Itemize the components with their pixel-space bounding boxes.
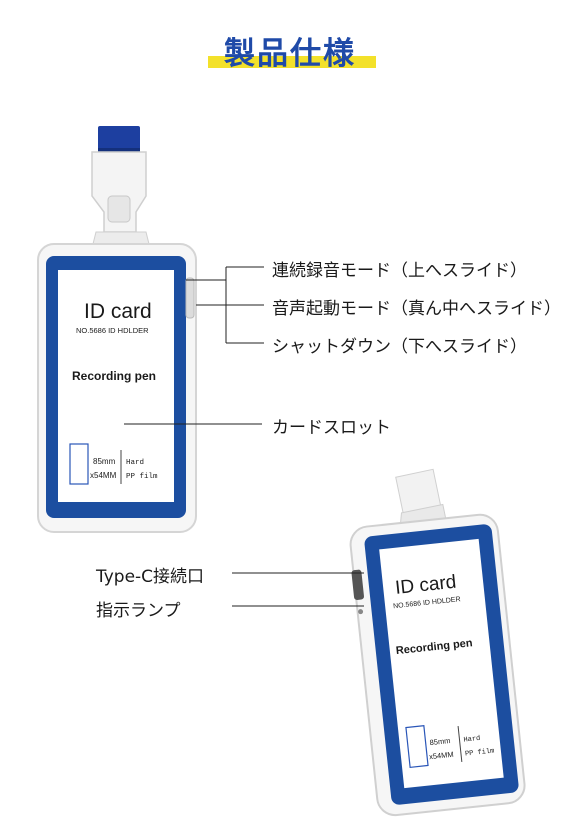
card-spec-1-angled: Hard [463,735,481,745]
indicator-lamp [358,609,364,615]
card-heading: ID card [84,300,152,323]
label-typec-port: Type-C接続口 [96,567,205,587]
typec-port [351,569,365,600]
card-slot-area [58,270,174,502]
card-size-w: 85mm [93,457,116,466]
card-photo-box [69,443,89,485]
header: 製品仕様 [0,28,580,73]
page-title: 製品仕様 [224,36,356,72]
slide-switch [185,277,195,319]
angled-device [349,468,526,817]
title-highlight [208,56,376,68]
card-product: Recording pen [72,369,156,383]
card-spec-2: PP film [126,473,158,481]
front-device [37,126,197,533]
label-mode-voice: 音声起動モード（真ん中へスライド） [272,299,561,319]
label-mode-continuous: 連続録音モード（上へスライド） [272,261,527,281]
card-size-h: x54MM [90,471,117,480]
lanyard-strap [98,126,140,152]
card-model: NO.5686 ID HDLDER [76,326,149,335]
card-spec-1: Hard [126,459,144,467]
label-shutdown: シャットダウン（下へスライド） [272,337,527,357]
label-indicator-lamp: 指示ランプ [96,601,181,621]
card-spec-2-angled: PP film [465,747,495,758]
card-size-w-angled: 85mm [429,736,451,747]
callout-lines [124,266,364,607]
card-size-h-angled: x54MM [429,750,454,762]
label-card-slot: カードスロット [272,418,391,438]
